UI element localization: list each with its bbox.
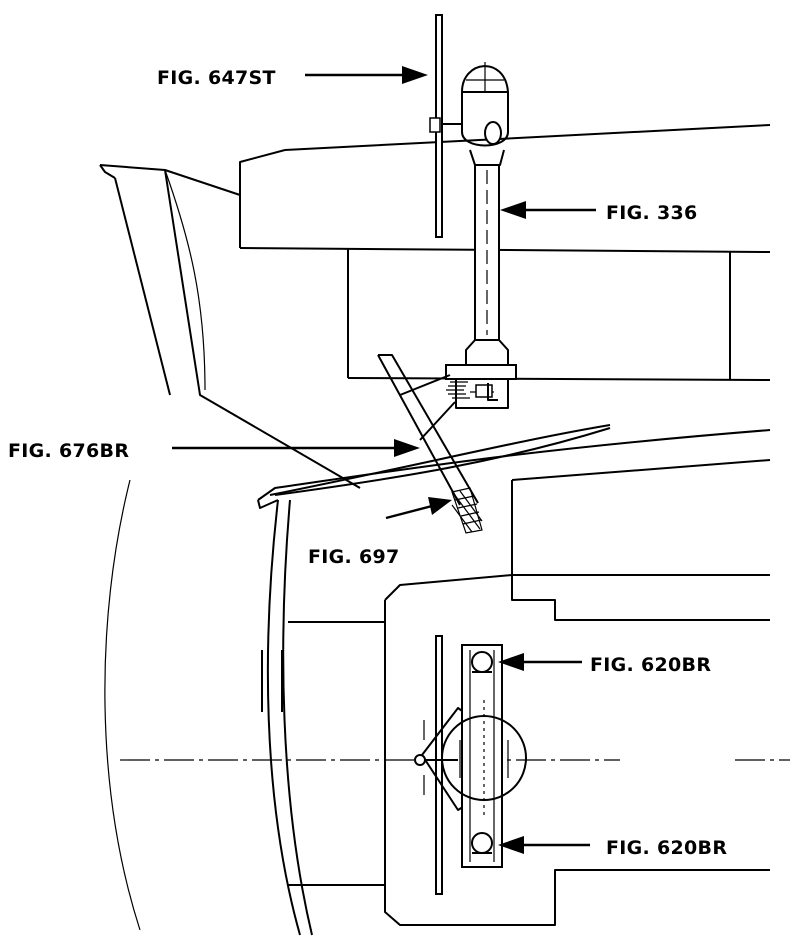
label-fig-620br-upper: FIG. 620BR: [590, 654, 711, 676]
label-fig-697: FIG. 697: [308, 546, 400, 568]
leader-arrows: [172, 66, 596, 854]
lower-structure: [104, 424, 790, 936]
label-fig-336: FIG. 336: [606, 202, 698, 224]
fig-647st-rod: [429, 14, 462, 238]
label-fig-676br: FIG. 676BR: [8, 440, 129, 462]
fig-620br-clamp: [414, 635, 527, 895]
label-fig-647st: FIG. 647ST: [157, 67, 276, 89]
fig-336-hanger: [445, 62, 517, 409]
fig-676br-brace: [377, 354, 483, 534]
label-fig-620br-lower: FIG. 620BR: [606, 837, 727, 859]
